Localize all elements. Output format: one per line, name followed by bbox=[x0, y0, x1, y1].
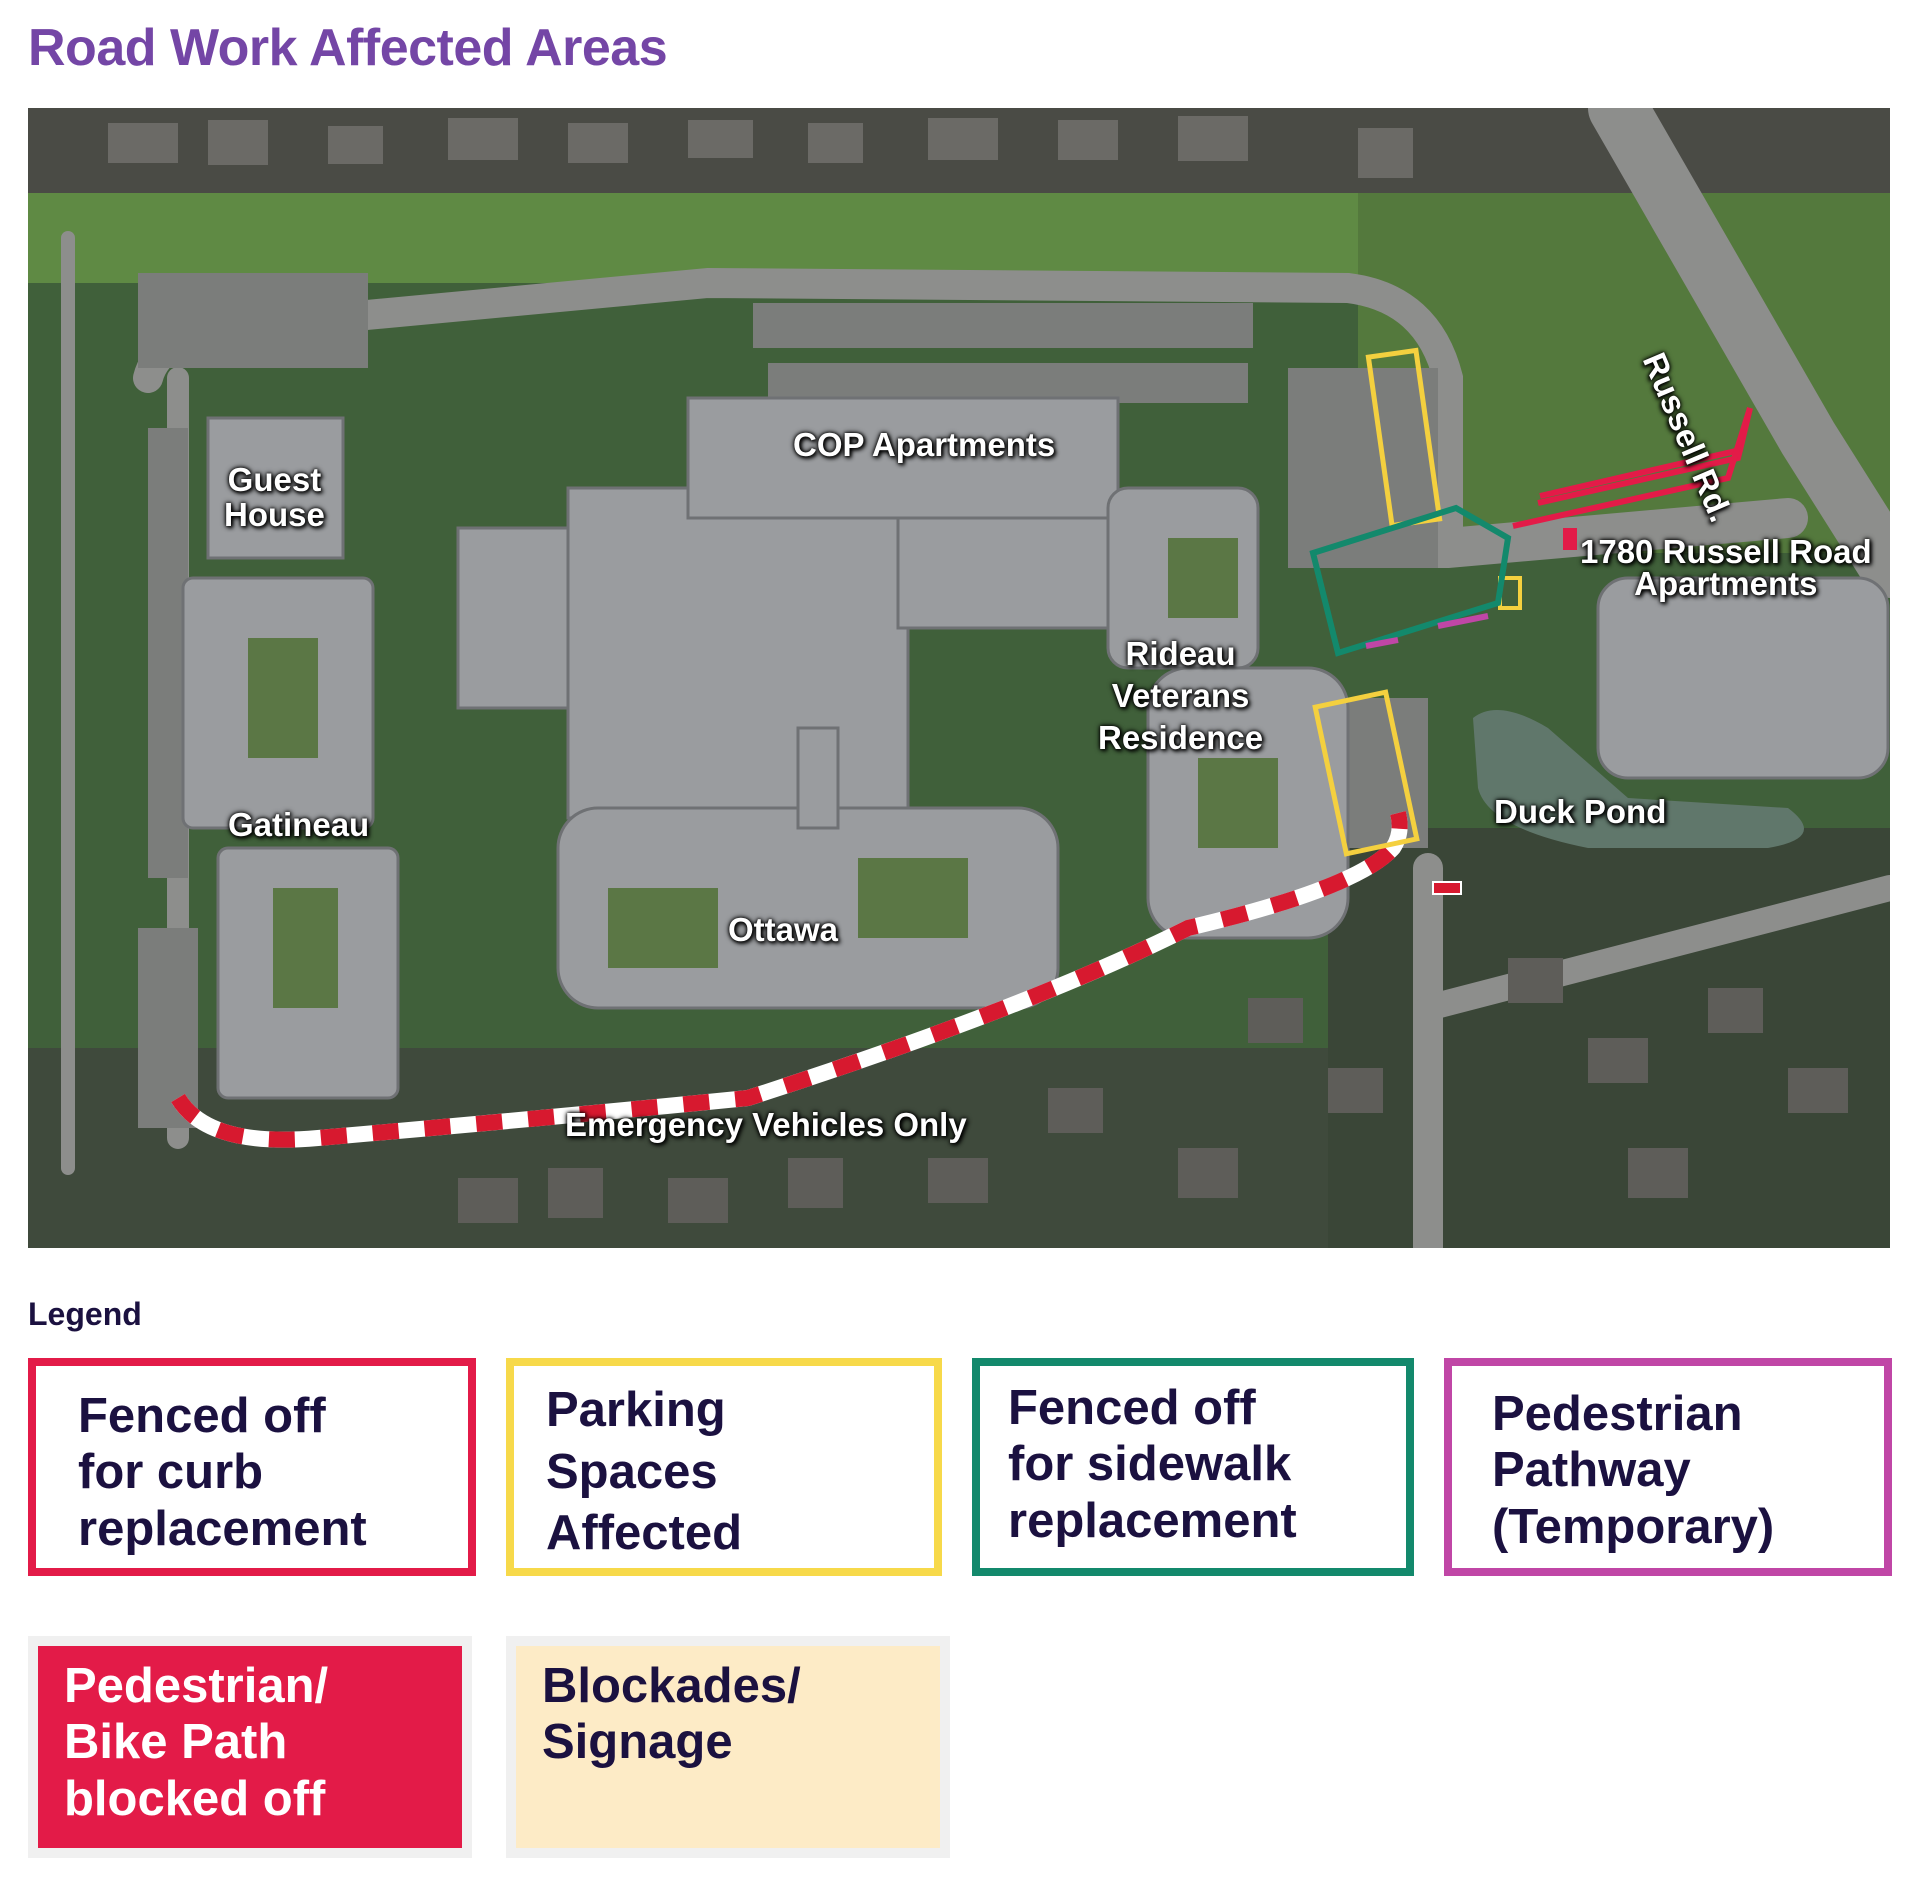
legend-item-label: Parking Spaces Affected bbox=[546, 1383, 743, 1561]
label-rideau-veterans-residence: Rideau Veterans Residence bbox=[1098, 635, 1264, 757]
legend-item-pedestrian-pathway: Pedestrian Pathway (Temporary) bbox=[1444, 1358, 1892, 1576]
legend-item-label: Pedestrian/ Bike Path blocked off bbox=[64, 1659, 329, 1826]
label-emergency-vehicles-only: Emergency Vehicles Only bbox=[565, 1106, 967, 1143]
label-duck-pond: Duck Pond bbox=[1494, 793, 1667, 830]
label-ottawa: Ottawa bbox=[728, 911, 839, 948]
legend-item-label: Fenced off for sidewalk replacement bbox=[1008, 1381, 1297, 1548]
legend-item-curb-replacement: Fenced off for curb replacement bbox=[28, 1358, 476, 1576]
page-title: Road Work Affected Areas bbox=[28, 19, 668, 77]
map-drawing bbox=[28, 108, 1890, 1248]
legend-item-blockades-signage: Blockades/ Signage bbox=[506, 1636, 950, 1858]
label-gatineau: Gatineau bbox=[228, 806, 370, 843]
legend-item-label: Pedestrian Pathway (Temporary) bbox=[1492, 1387, 1775, 1554]
label-guest-house: Guest House bbox=[224, 461, 325, 533]
legend-item-sidewalk-replacement: Fenced off for sidewalk replacement bbox=[972, 1358, 1414, 1576]
legend-item-label: Fenced off for curb replacement bbox=[78, 1389, 367, 1556]
label-russell-road-apartments: 1780 Russell Road Apartments bbox=[1580, 533, 1872, 602]
legend-item-label: Blockades/ Signage bbox=[542, 1659, 801, 1770]
legend-item-path-blocked: Pedestrian/ Bike Path blocked off bbox=[28, 1636, 472, 1858]
legend-item-parking-spaces: Parking Spaces Affected bbox=[506, 1358, 942, 1576]
legend-title: Legend bbox=[28, 1296, 142, 1332]
aerial-map[interactable]: Guest House COP Apartments Gatineau Otta… bbox=[28, 108, 1890, 1248]
label-cop-apartments: COP Apartments bbox=[793, 426, 1056, 463]
